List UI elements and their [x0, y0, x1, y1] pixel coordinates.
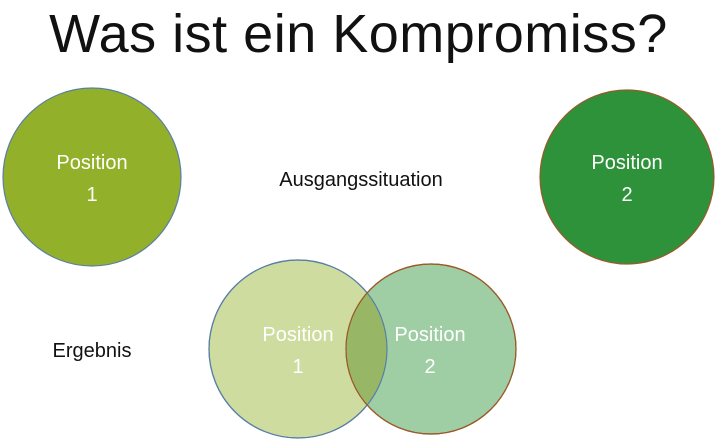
result-label: Ergebnis: [53, 340, 132, 362]
position-1-label: Position: [56, 152, 127, 174]
position-1-number: 1: [86, 184, 97, 206]
result-position-1-number: 1: [292, 356, 303, 378]
position-2-circle: [539, 89, 715, 265]
position-1-circle: [2, 87, 182, 267]
position-2-label: Position: [591, 152, 662, 174]
result-position-1-outline: [208, 259, 388, 439]
result-position-2-label: Position: [394, 324, 465, 346]
result-position-2-outline: [345, 263, 517, 435]
slide-title: Was ist ein Kompromiss?: [49, 4, 668, 64]
result-position-2-number: 2: [424, 356, 435, 378]
starting-situation-label: Ausgangssituation: [279, 169, 442, 191]
result-position-1-label: Position: [262, 324, 333, 346]
position-2-number: 2: [621, 184, 632, 206]
